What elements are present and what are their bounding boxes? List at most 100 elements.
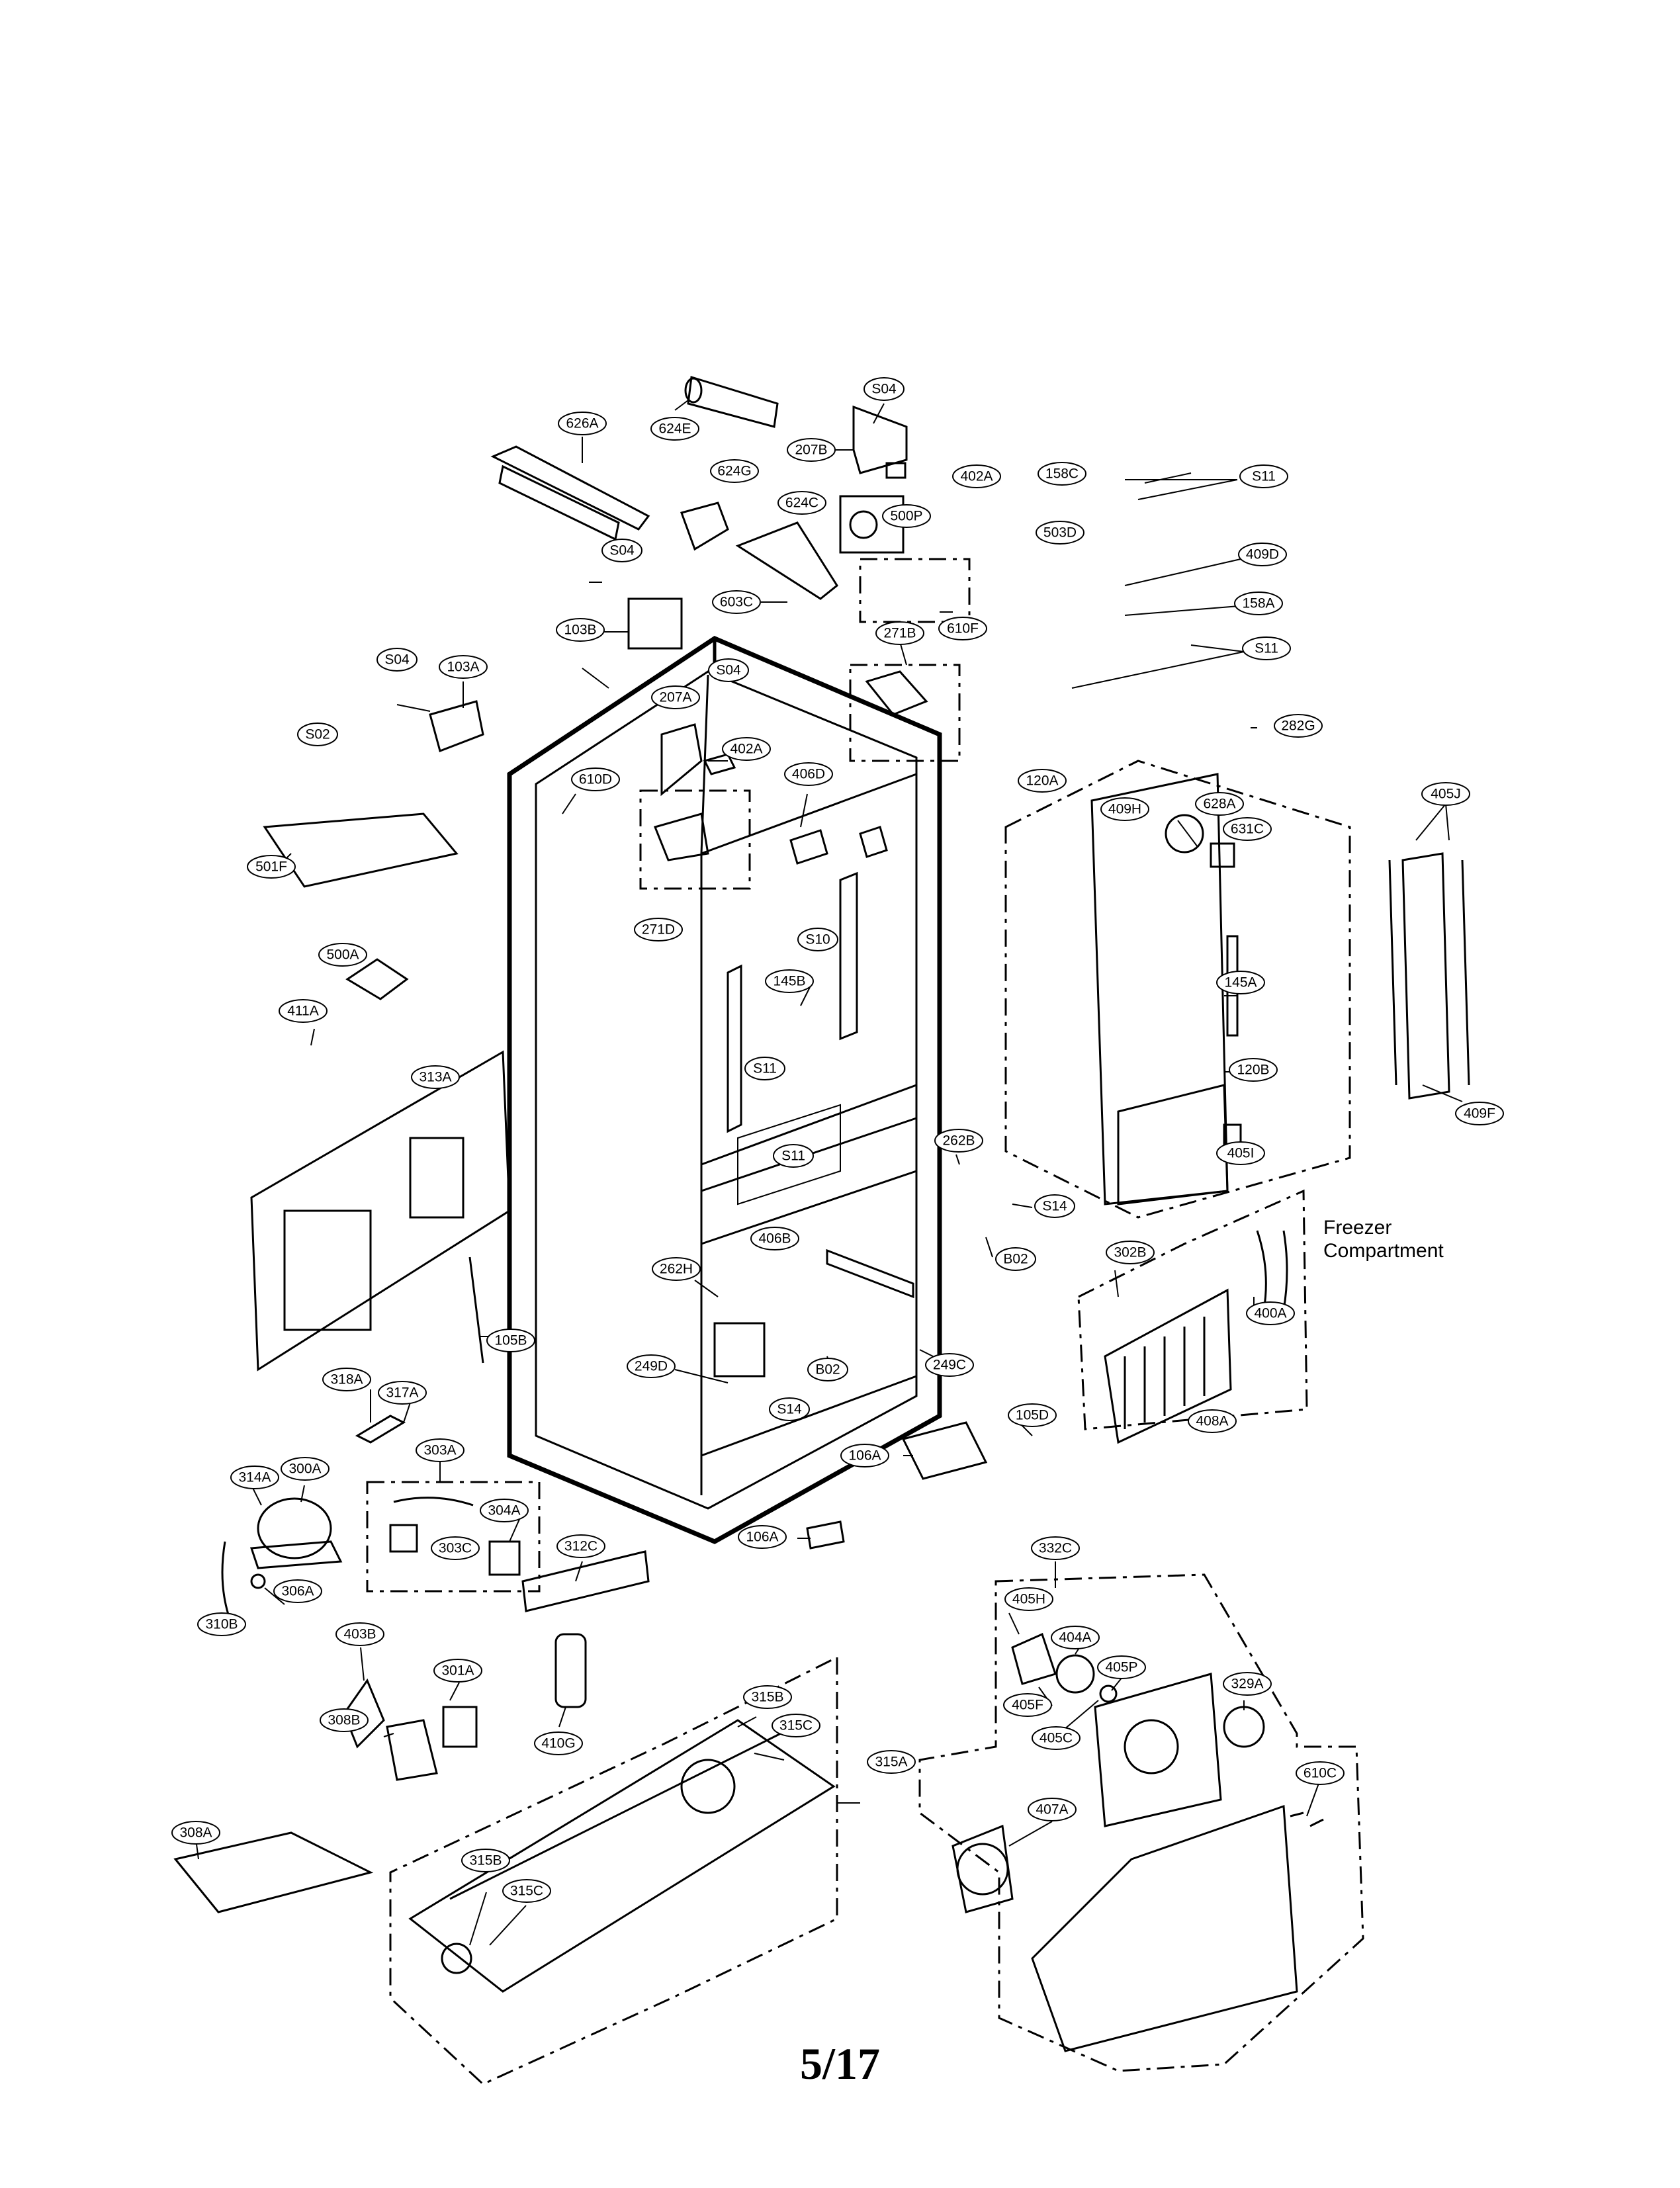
callout-label: 313A (419, 1070, 451, 1085)
callout-label: 315C (510, 1884, 543, 1899)
callout-label: 405H (1012, 1592, 1045, 1607)
callout-label: S11 (1252, 469, 1276, 484)
callout-label: 503D (1043, 525, 1077, 541)
callout-label: 207B (795, 443, 827, 458)
callout-label: 408A (1196, 1414, 1228, 1429)
callout-label: 103A (447, 660, 479, 675)
callout-label: 624G (717, 464, 751, 479)
dashed-boxes (366, 558, 1364, 2085)
callout-label: 302B (1114, 1245, 1146, 1260)
callout-label: 314A (238, 1470, 271, 1485)
callout-label: 624C (785, 496, 818, 511)
callout-ellipses (171, 377, 1504, 1903)
callout-label: 315B (751, 1690, 783, 1705)
callout-label: 407A (1036, 1802, 1068, 1817)
callout-label: 405P (1105, 1660, 1137, 1675)
callout-label: 317A (386, 1385, 418, 1401)
callout-label: 409H (1108, 802, 1141, 817)
page-number: 5/17 (800, 2038, 880, 2089)
callout-label: 402A (730, 742, 762, 757)
callout-label: 249D (635, 1359, 668, 1374)
callout-label: S10 (805, 932, 830, 947)
callout-label: 262H (660, 1262, 693, 1277)
callout-label: 315C (779, 1718, 813, 1733)
callout-label: 300A (288, 1462, 321, 1477)
callout-label: 318A (330, 1372, 363, 1387)
duct-panel (1090, 773, 1470, 1205)
callout-label: 406D (792, 767, 825, 782)
callout-label: 409F (1464, 1106, 1495, 1121)
compressor-components (173, 1415, 988, 1913)
callout-label: 158A (1242, 596, 1274, 611)
callout-label: S04 (384, 652, 410, 668)
callout-label: S11 (753, 1061, 777, 1076)
callout-label: 411A (287, 1004, 319, 1019)
callout-label: 310B (205, 1617, 238, 1632)
callout-label: 501F (255, 859, 287, 875)
callout-label: 301A (441, 1663, 474, 1679)
part-drawings (173, 376, 1470, 2085)
callout-label: B02 (1003, 1252, 1028, 1267)
fan-assembly (951, 1632, 1324, 2052)
callout-label: 106A (848, 1448, 881, 1464)
callout-label: 282G (1281, 719, 1315, 734)
callout-label: 120B (1237, 1063, 1269, 1078)
callout-label: S04 (871, 382, 897, 397)
callout-label: 405J (1431, 787, 1461, 802)
callout-label: 315A (875, 1755, 907, 1770)
callout-label: 303C (439, 1541, 472, 1556)
callout-label: S14 (1042, 1199, 1067, 1214)
callout-label: 315B (469, 1853, 502, 1868)
callout-label: 249C (933, 1358, 966, 1373)
callout-label: 628A (1203, 797, 1235, 812)
callout-label: 610F (947, 621, 979, 636)
callout-label: S14 (777, 1402, 802, 1417)
callout-label: 603C (720, 595, 753, 610)
callout-label: 103B (564, 623, 596, 638)
callout-label: 403B (343, 1627, 376, 1642)
base-pan (408, 1719, 836, 1993)
callout-label: 500P (890, 509, 922, 524)
callout-label: 400A (1254, 1306, 1286, 1321)
callout-label: 312C (564, 1539, 597, 1554)
callout-label: 410G (541, 1736, 575, 1751)
callout-labels: 626A 624E S04 207B 402A 624G 624C 500P 1… (179, 382, 1495, 1899)
callout-label: S02 (305, 727, 330, 742)
callout-label: 610C (1304, 1766, 1337, 1781)
callout-label: 404A (1059, 1630, 1091, 1645)
freezer-compartment-note: Freezer Compartment (1323, 1217, 1444, 1262)
callout-label: 105D (1016, 1408, 1049, 1423)
callout-label: 308B (328, 1713, 360, 1728)
callout-label: 120A (1026, 773, 1058, 789)
callout-label: 304A (488, 1503, 520, 1518)
callout-label: S11 (781, 1149, 805, 1164)
callout-label: 306A (281, 1584, 314, 1599)
callout-label: 626A (566, 416, 598, 431)
top-components (263, 376, 928, 1000)
leader-lines (195, 400, 1463, 1946)
note-line-2: Compartment (1323, 1240, 1444, 1262)
cabinet-body (507, 636, 942, 1544)
callout-label: 207A (659, 690, 691, 705)
callout-label: B02 (815, 1362, 840, 1378)
callout-label: 624E (658, 421, 691, 437)
callout-label: 105B (494, 1333, 527, 1348)
note-line-1: Freezer (1323, 1217, 1392, 1239)
callout-label: S11 (1255, 641, 1278, 656)
callout-label: 405C (1039, 1731, 1073, 1746)
callout-label: 631C (1231, 822, 1264, 837)
callout-label: 332C (1039, 1541, 1072, 1556)
callout-label: 610D (579, 772, 612, 787)
callout-label: 405I (1227, 1146, 1255, 1161)
callout-label: 500A (326, 947, 359, 963)
callout-label: S04 (716, 663, 741, 678)
callout-label: 409D (1246, 547, 1279, 562)
callout-label: 145B (773, 974, 805, 989)
callout-label: 262B (942, 1133, 975, 1149)
callout-label: 308A (179, 1825, 212, 1841)
callout-label: 406B (758, 1231, 791, 1247)
evaporator (1104, 1230, 1288, 1444)
callout-label: S04 (609, 543, 635, 558)
callout-label: 271D (642, 922, 675, 938)
